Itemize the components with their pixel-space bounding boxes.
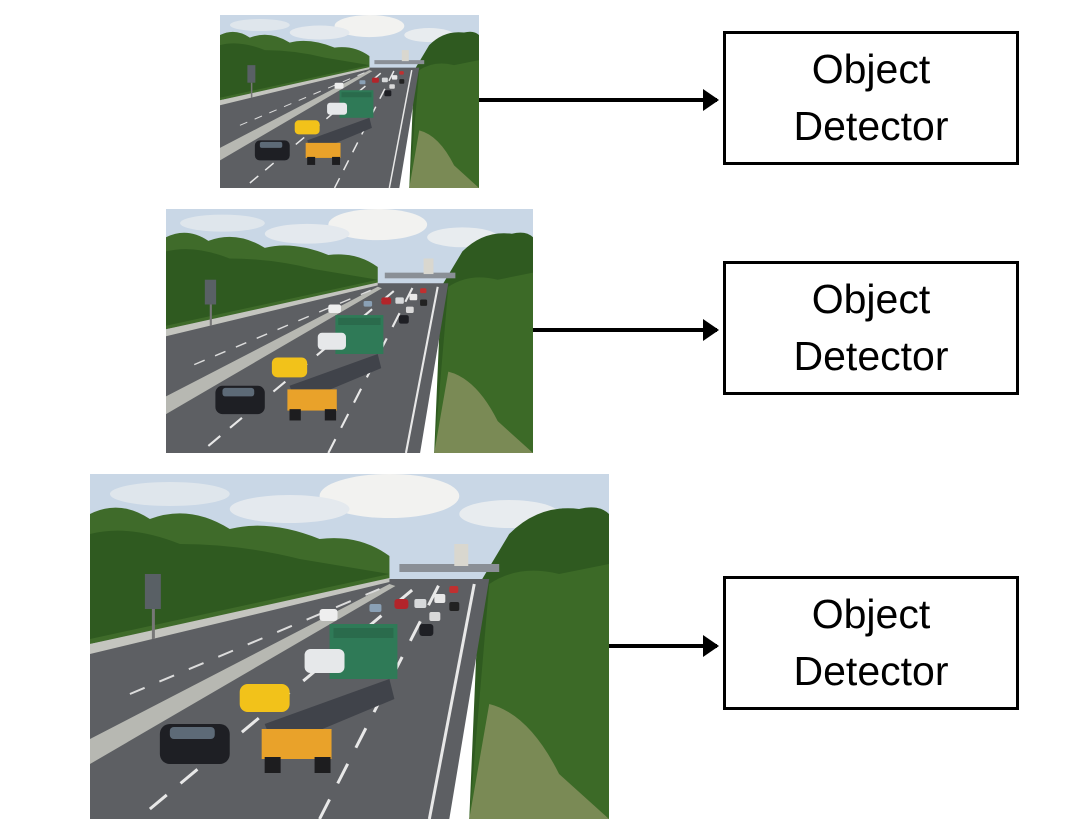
object-detector-label: Object Detector	[793, 46, 949, 149]
highway-traffic-photo-medium	[166, 209, 533, 453]
object-detector-box: Object Detector	[723, 576, 1019, 710]
object-detector-label: Object Detector	[793, 276, 949, 379]
arrow-right-icon	[609, 635, 719, 657]
highway-traffic-photo-small	[220, 15, 479, 188]
object-detector-box: Object Detector	[723, 31, 1019, 165]
arrow-right-icon	[479, 89, 719, 111]
object-detector-label: Object Detector	[793, 591, 949, 694]
arrow-right-icon	[533, 319, 719, 341]
object-detector-box: Object Detector	[723, 261, 1019, 395]
highway-traffic-photo-large	[90, 474, 609, 819]
